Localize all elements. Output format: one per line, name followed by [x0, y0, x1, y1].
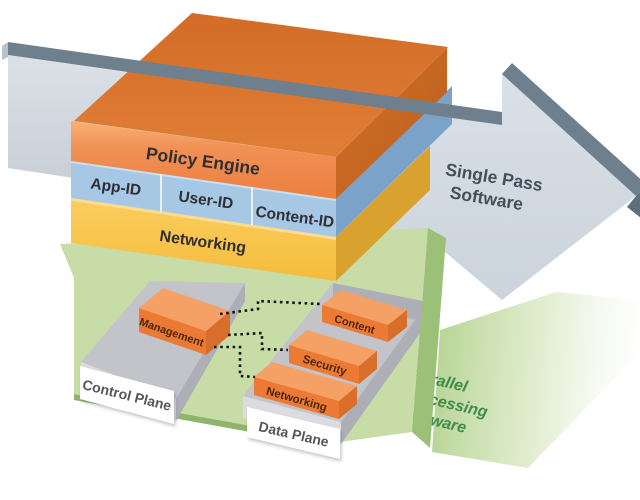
security-chip-side: [359, 351, 377, 384]
management-chip-top: [139, 288, 230, 331]
arrow-head-top-bevel: [502, 63, 640, 196]
networking-chip-front: [254, 377, 339, 419]
management-chip-side: [206, 311, 230, 355]
yellow-layer-front: [71, 198, 336, 281]
management-chip-front: [139, 308, 206, 355]
data-plane-slab-side: [341, 302, 428, 444]
connector-management-content: [219, 299, 321, 316]
app-id-label: App-ID: [89, 176, 142, 200]
networking-chip-side: [339, 386, 357, 419]
hardware-floor: [432, 292, 640, 468]
content-chip-top: [322, 290, 407, 325]
security-chip-front: [289, 345, 359, 384]
content-chip-front: [322, 305, 388, 342]
policy-layer-side: [336, 48, 447, 199]
security-chip-top: [289, 330, 377, 366]
arrow-head-tip-bevel: [627, 192, 640, 218]
connectors: [214, 299, 321, 379]
platform-right-face: [412, 228, 446, 448]
policy-layer-front: [71, 121, 336, 199]
arrow-tail-endcap: [2, 42, 8, 60]
blue-layer-side: [336, 86, 452, 237]
management-chip: Management: [138, 288, 230, 355]
data-plane-label-box: [247, 407, 340, 459]
blue-layer-front: [71, 161, 336, 237]
connector-management-networking: [214, 345, 256, 379]
yellow-layer-side: [336, 146, 430, 281]
connector-management-security: [227, 331, 289, 352]
control-plane-label-box: [80, 366, 174, 424]
software-stack: [71, 13, 452, 281]
arrow-band: [8, 42, 502, 125]
networking-chip-top: [254, 362, 357, 401]
content-chip-side: [388, 310, 407, 342]
